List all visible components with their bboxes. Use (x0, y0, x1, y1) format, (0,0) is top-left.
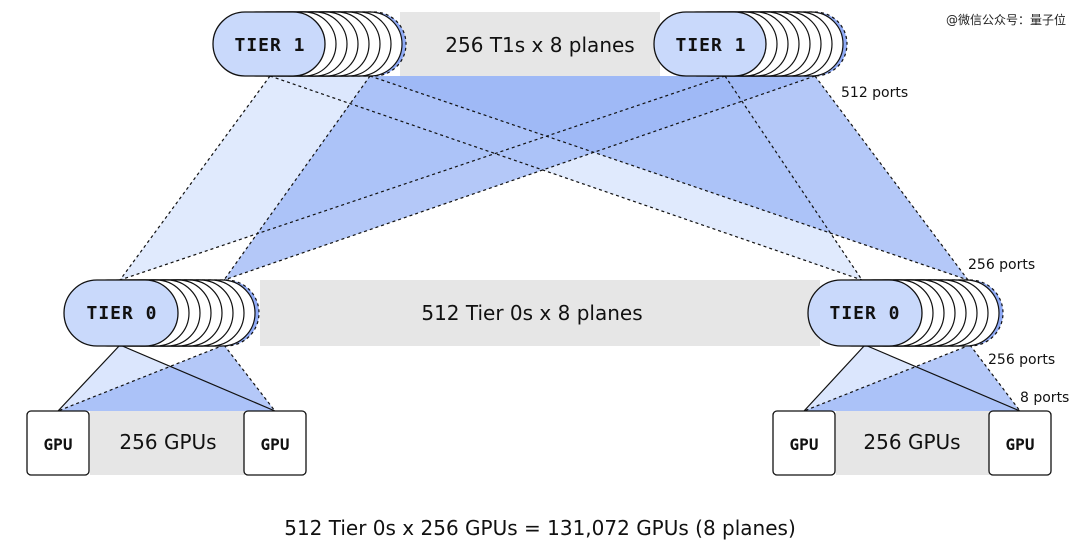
tier0-lower-ports-label: 256 ports (988, 352, 1055, 368)
tier1-right-label: TIER 1 (675, 35, 746, 56)
tier1-ports-label: 512 ports (841, 85, 908, 101)
gpu-links (57, 344, 1021, 412)
gpu-group-left-label: 256 GPUs (119, 430, 216, 454)
gpu-ports-label: 8 ports (1020, 390, 1069, 406)
tier0-band-label: 512 Tier 0s x 8 planes (421, 301, 642, 325)
gpu-wedge (58, 345, 275, 411)
tier1-band (400, 12, 660, 76)
svg-text:GPU: GPU (1006, 435, 1035, 454)
gpu-wedge (804, 345, 1020, 411)
tier0-right-label: TIER 0 (829, 303, 900, 324)
tier1-right-switch (653, 11, 848, 77)
gpu-node: GPU (243, 410, 307, 476)
switch-stacks (63, 11, 1004, 347)
tier1-band-label: 256 T1s x 8 planes (445, 33, 634, 57)
tier0-left-switch (63, 279, 260, 347)
svg-text:GPU: GPU (261, 435, 290, 454)
gpu-node: GPU (26, 410, 90, 476)
tier0-right-switch (807, 279, 1004, 347)
summary-text: 512 Tier 0s x 256 GPUs = 131,072 GPUs (8… (284, 516, 796, 540)
svg-text:GPU: GPU (790, 435, 819, 454)
svg-text:GPU: GPU (44, 435, 73, 454)
gpu-band-right (836, 411, 992, 475)
tier0-left-label: TIER 0 (86, 303, 157, 324)
gpu-group-right-label: 256 GPUs (863, 430, 960, 454)
gpu-band-left (90, 411, 246, 475)
tier1-left-switch (212, 11, 407, 77)
watermark: @微信公众号：量子位 (945, 13, 1066, 27)
tier-links (119, 75, 969, 281)
tier0-upper-ports-label: 256 ports (968, 257, 1035, 273)
gpu-node: GPU (772, 410, 836, 476)
tier0-band (260, 280, 820, 346)
gpu-node: GPU (988, 410, 1052, 476)
tier1-left-label: TIER 1 (234, 35, 305, 56)
